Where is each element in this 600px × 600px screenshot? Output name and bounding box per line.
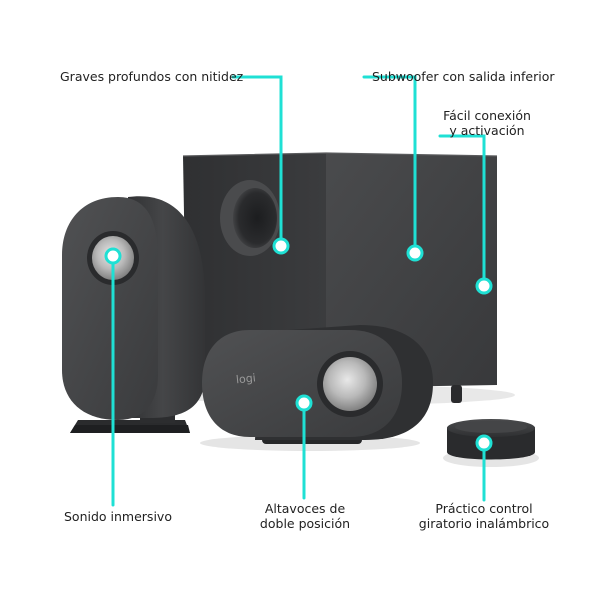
center-speaker: logi (200, 325, 433, 451)
callout-label-control-line2: giratorio inalámbrico (418, 516, 550, 531)
left-satellite-speaker (62, 196, 205, 433)
callout-label-control-line1: Práctico control (435, 501, 533, 516)
callout-label-graves: Graves profundos con nitidez (60, 69, 244, 84)
callout-label-sonido: Sonido inmersivo (64, 509, 172, 524)
callout-label-control: Práctico control giratorio inalámbrico (412, 501, 556, 531)
marker-graves (272, 237, 290, 255)
marker-altavoces (295, 394, 313, 412)
callout-label-conexion: Fácil conexión y activación (432, 108, 542, 138)
callout-label-altavoces-line1: Altavoces de (264, 501, 346, 516)
marker-sonido (104, 247, 122, 265)
marker-conexion (475, 277, 493, 295)
callout-markers (104, 237, 493, 452)
callout-label-conexion-line2: y activación (449, 123, 525, 138)
callout-label-altavoces-line2: doble posición (259, 516, 351, 531)
callout-label-subwoofer: Subwoofer con salida inferior (372, 69, 555, 84)
marker-subwoofer (406, 244, 424, 262)
callout-label-conexion-line1: Fácil conexión (443, 108, 531, 123)
logi-logo: logi (235, 371, 256, 386)
callout-label-altavoces: Altavoces de doble posición (249, 501, 361, 531)
marker-control (475, 434, 493, 452)
callout-lines (111, 75, 486, 507)
